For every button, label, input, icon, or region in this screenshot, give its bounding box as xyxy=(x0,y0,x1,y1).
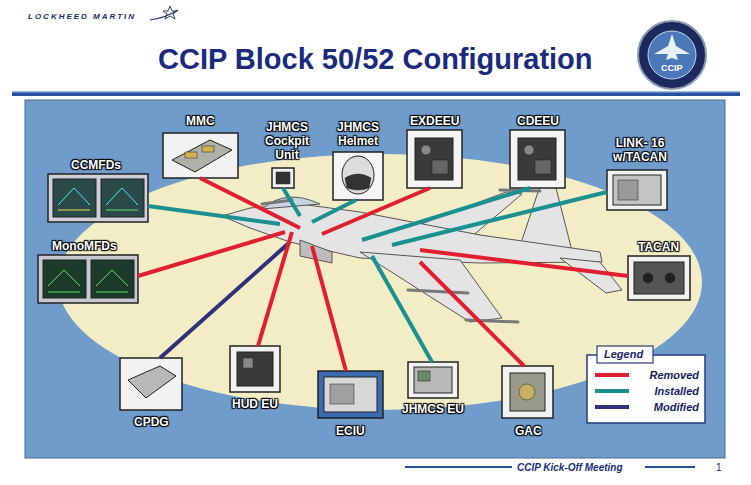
component-label: TACAN xyxy=(638,240,679,254)
component-callout: JHMCS Cockpit Unit xyxy=(262,120,312,162)
component-callout: ECIU xyxy=(336,424,365,438)
text-label: LOCKHEED MARTIN xyxy=(28,11,136,23)
component-callout: TACAN xyxy=(638,240,679,254)
legend-row: Removed xyxy=(593,368,701,382)
component-label: EXDEEU xyxy=(410,114,459,128)
component-label: LINK- 16 w/TACAN xyxy=(608,136,672,164)
component-label: GAC xyxy=(515,424,542,438)
component-callout: JHMCS Helmet xyxy=(335,120,381,148)
component-callout: CPDG xyxy=(134,415,169,429)
component-label: JHMCS EU xyxy=(402,402,464,416)
text-label: CCIP Kick-Off Meeting xyxy=(517,461,623,475)
component-label: CDEEU xyxy=(517,114,559,128)
legend-text: Modified xyxy=(654,400,699,414)
component-label: ECIU xyxy=(336,424,365,438)
component-callout: JHMCS EU xyxy=(402,402,464,416)
component-callout: LINK- 16 w/TACAN xyxy=(608,136,672,164)
legend-row: Installed xyxy=(593,384,701,398)
component-callout: MMC xyxy=(186,114,215,128)
legend-row: Modified xyxy=(593,400,701,414)
component-label: CCMFDs xyxy=(71,158,121,172)
slide-title: CCIP Block 50/52 Configuration xyxy=(158,42,593,76)
component-label: JHMCS Cockpit Unit xyxy=(262,120,312,162)
legend-text: Installed xyxy=(654,384,699,398)
legend-text: Removed xyxy=(649,368,699,382)
text-label: Legend xyxy=(604,347,643,362)
component-callout: HUD EU xyxy=(232,397,278,411)
legend-swatch xyxy=(595,389,629,393)
component-label: CPDG xyxy=(134,415,169,429)
legend-swatch xyxy=(595,373,629,377)
component-label: MMC xyxy=(186,114,215,128)
component-label: MonoMFDs xyxy=(52,239,117,253)
component-label: HUD EU xyxy=(232,397,278,411)
component-callout: CCMFDs xyxy=(71,158,121,172)
text-label: 1 xyxy=(716,461,722,475)
text-label: CCIP xyxy=(661,62,683,75)
component-callout: EXDEEU xyxy=(410,114,459,128)
legend-swatch xyxy=(595,405,629,409)
component-callout: GAC xyxy=(515,424,542,438)
component-label: JHMCS Helmet xyxy=(335,120,381,148)
component-callout: MonoMFDs xyxy=(52,239,117,253)
component-callout: CDEEU xyxy=(517,114,559,128)
